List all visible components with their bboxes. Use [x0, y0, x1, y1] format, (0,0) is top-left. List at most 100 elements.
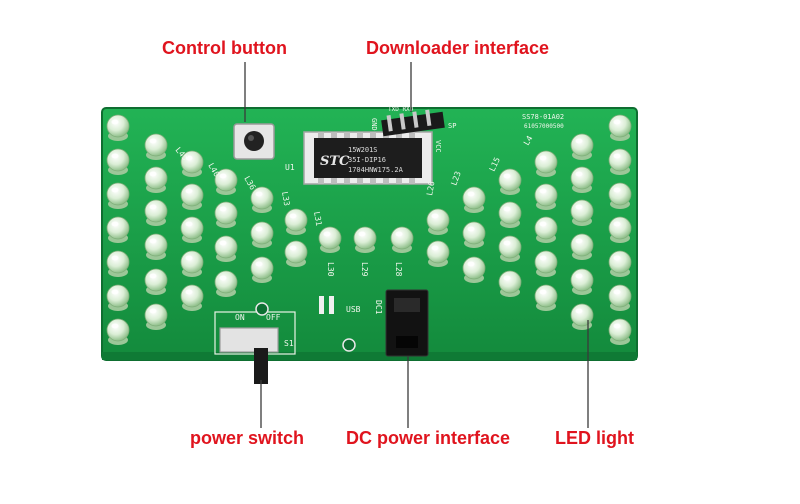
led: [144, 133, 168, 160]
mounting-hole-mid: [342, 338, 356, 352]
silk-board-code: 61057000500: [524, 123, 564, 130]
led: [106, 148, 130, 175]
led: [180, 150, 204, 177]
power-switch[interactable]: [219, 327, 279, 384]
led: [570, 303, 594, 330]
control-button[interactable]: [233, 123, 275, 160]
led: [608, 216, 632, 243]
callout-led-light: LED light: [555, 428, 634, 448]
chip-line2: 35I-DIP16: [348, 156, 386, 164]
dc-power-jack[interactable]: [385, 289, 429, 357]
led: [608, 250, 632, 277]
chip-pin: [396, 178, 402, 184]
downloader-header[interactable]: [381, 109, 445, 137]
silk-off: OFF: [266, 313, 281, 322]
usb-pad-left: [319, 296, 324, 314]
mcu-chip: [303, 131, 433, 185]
silk-on: ON: [235, 313, 245, 322]
led: [106, 284, 130, 311]
led: [214, 235, 238, 262]
led: [180, 216, 204, 243]
led: [250, 186, 274, 213]
silk-s1: S1: [284, 339, 294, 348]
led: [180, 284, 204, 311]
chip-pin: [331, 178, 337, 184]
silk-l31: L31: [312, 211, 323, 227]
led: [498, 168, 522, 195]
chip-pin: [357, 132, 363, 138]
led: [144, 166, 168, 193]
silk-l4: L4: [522, 134, 535, 147]
silk-vcc: VCC: [434, 140, 442, 153]
led: [214, 270, 238, 297]
chip-line3: 1704HNW175.2A: [348, 166, 404, 174]
led: [570, 133, 594, 160]
led: [284, 208, 308, 235]
led: [608, 284, 632, 311]
led: [498, 201, 522, 228]
led: [534, 216, 558, 243]
led: [106, 250, 130, 277]
led: [284, 240, 308, 267]
chip-pin: [370, 132, 376, 138]
led-array: [106, 114, 632, 345]
callout-downloader-interface: Downloader interface: [366, 38, 550, 58]
callout-control-button: Control button: [162, 38, 287, 58]
led: [180, 250, 204, 277]
led: [214, 168, 238, 195]
chip-pin: [370, 178, 376, 184]
led: [462, 186, 486, 213]
silk-l29: L29: [360, 262, 369, 277]
silk-l30: L30: [326, 262, 335, 277]
led: [214, 201, 238, 228]
chip-pin: [409, 178, 415, 184]
led: [608, 318, 632, 345]
led: [570, 166, 594, 193]
led: [426, 240, 450, 267]
led: [106, 318, 130, 345]
chip-logo: STC: [320, 154, 350, 169]
led: [250, 221, 274, 248]
led: [570, 199, 594, 226]
chip-pin: [383, 178, 389, 184]
led: [570, 268, 594, 295]
led: [144, 233, 168, 260]
silk-txd-rxd: TXD RXD: [388, 106, 414, 113]
led: [534, 284, 558, 311]
led: [426, 208, 450, 235]
led: [144, 199, 168, 226]
chip-pin: [318, 178, 324, 184]
led: [180, 183, 204, 210]
led: [462, 256, 486, 283]
led: [498, 235, 522, 262]
silk-l28: L28: [394, 262, 403, 277]
led: [250, 256, 274, 283]
led: [106, 182, 130, 209]
chip-line1: 15W201S: [348, 146, 378, 154]
chip-pins-bottom: [318, 178, 415, 184]
led: [534, 183, 558, 210]
led: [144, 303, 168, 330]
silk-gnd: GND: [370, 118, 378, 131]
chip-pin: [318, 132, 324, 138]
chip-pin: [409, 132, 415, 138]
silk-l33: L33: [280, 191, 291, 207]
led: [318, 226, 342, 253]
chip-pin: [396, 132, 402, 138]
led: [608, 114, 632, 141]
chip-pin: [357, 178, 363, 184]
led: [534, 250, 558, 277]
callout-power-switch: power switch: [190, 428, 305, 448]
led: [353, 226, 377, 253]
led: [570, 233, 594, 260]
silk-sp: SP: [448, 122, 456, 130]
callout-dc-power-interface: DC power interface: [346, 428, 511, 448]
led: [608, 182, 632, 209]
led: [106, 114, 130, 141]
usb-pad-right: [329, 296, 334, 314]
silk-u1: U1: [285, 163, 295, 172]
chip-pin: [344, 178, 350, 184]
led: [144, 268, 168, 295]
led: [608, 148, 632, 175]
led: [390, 226, 414, 253]
